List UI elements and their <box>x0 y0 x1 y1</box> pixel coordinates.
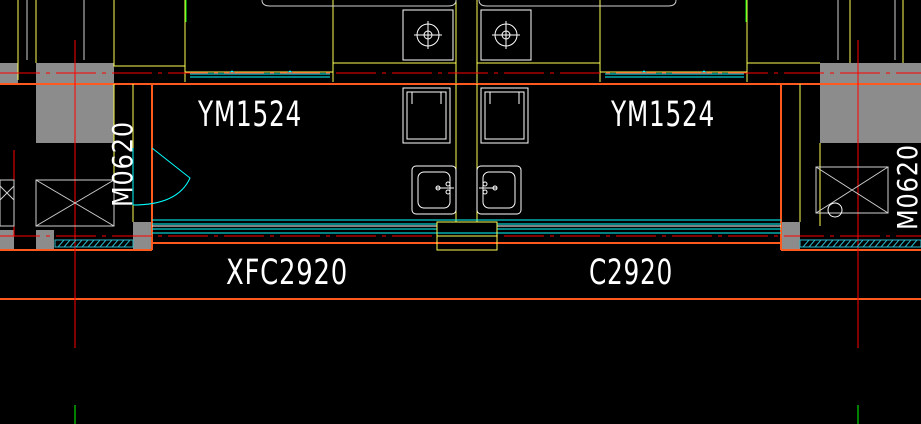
upper-walls <box>17 0 904 83</box>
column-left-bottom <box>0 230 14 250</box>
columns <box>0 63 921 250</box>
sink-left <box>411 165 457 215</box>
fridge-right <box>480 87 529 144</box>
stove-burner-right <box>480 9 532 61</box>
column-left-bottom-2 <box>36 230 54 250</box>
hatch-left <box>54 239 134 248</box>
column-right-main <box>820 63 921 143</box>
stove-burner-left <box>402 9 454 61</box>
door-label-right: YM1524 <box>610 95 715 135</box>
side-label-right: M0620 <box>891 144 921 230</box>
right-cabinet <box>815 166 889 218</box>
window-label-right: C2920 <box>589 253 673 293</box>
center-mullion <box>436 221 498 251</box>
upper-glazing <box>190 70 744 78</box>
hatch-right <box>799 239 921 248</box>
grid-ticks <box>74 0 859 424</box>
column-left-outer <box>0 63 18 85</box>
side-label-left: M0620 <box>106 121 139 207</box>
sink-right <box>476 165 522 215</box>
bottom-window <box>152 219 781 234</box>
orange-walls <box>0 83 921 300</box>
left-door-swing <box>132 147 191 206</box>
door-label-left: YM1524 <box>197 95 302 135</box>
left-cabinet <box>0 179 115 227</box>
fridge-left <box>402 87 451 144</box>
window-label-left: XFC2920 <box>226 253 348 293</box>
upper-thin-lines <box>26 0 896 60</box>
